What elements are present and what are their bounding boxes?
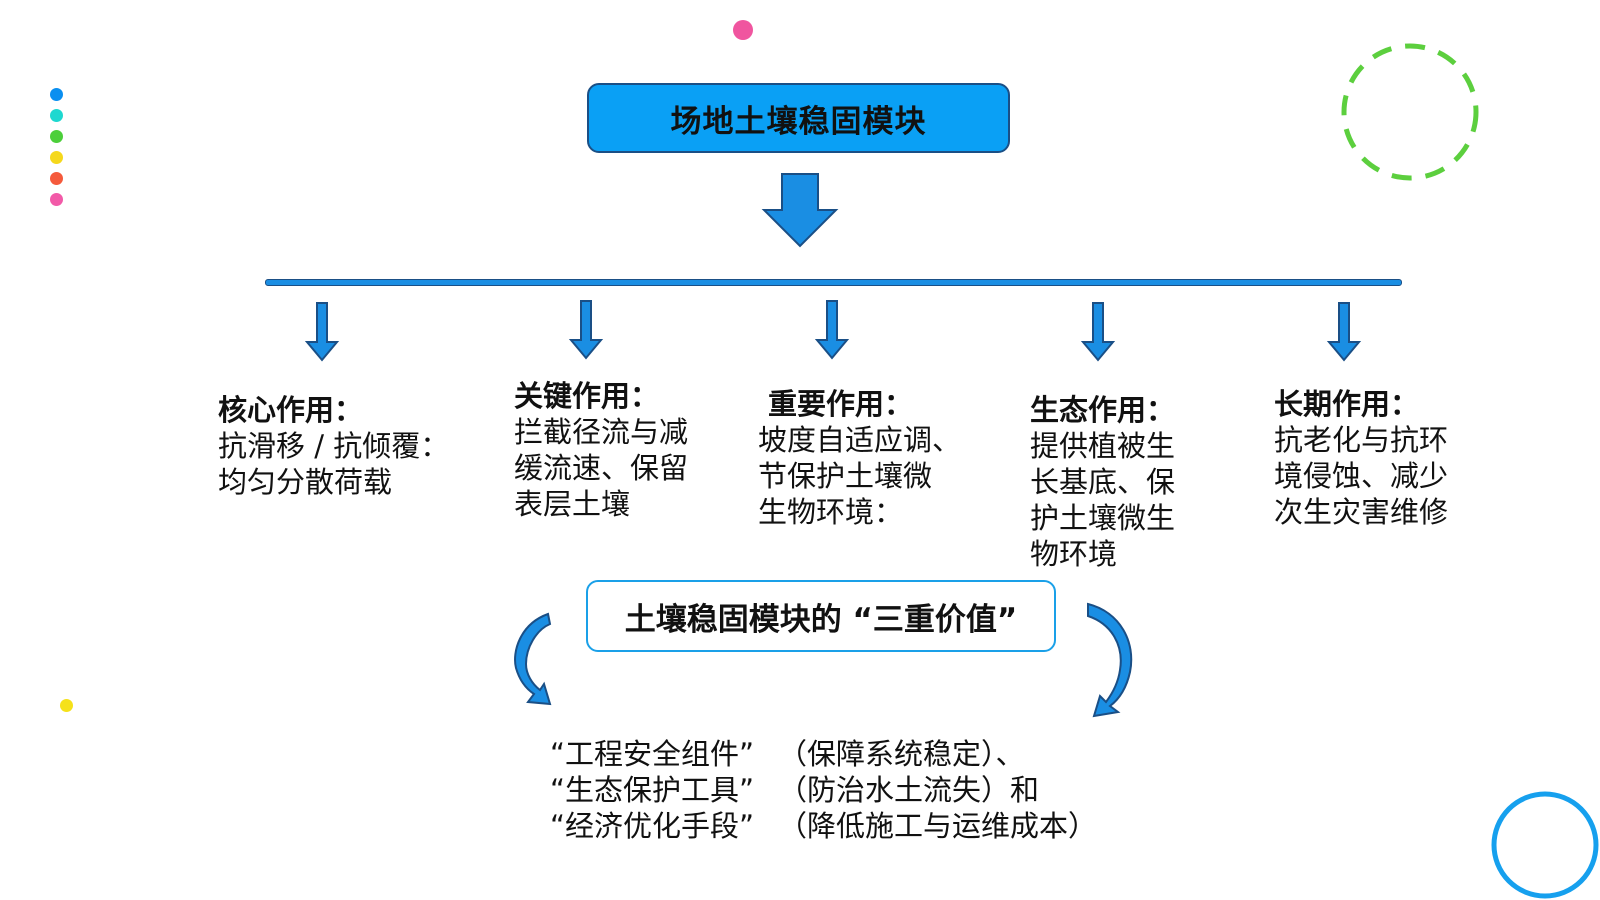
branch-important: 重要作用： 坡度自适应调、 节保护土壤微 生物环境：	[758, 386, 961, 530]
branch-line: 次生灾害维修	[1274, 495, 1449, 529]
branch-line: 物环境	[1030, 537, 1118, 571]
value-list: “工程安全组件” （保障系统稳定）、 “生态保护工具” （防治水土流失）和 “经济优…	[550, 736, 1097, 844]
triple-value-box: 土壤稳固模块的 “三重价值”	[586, 580, 1056, 652]
main-down-arrow-icon	[761, 173, 839, 248]
branch-line: 生物环境：	[758, 495, 904, 529]
decor-dot-blue	[50, 88, 63, 101]
decor-dot-red	[50, 172, 63, 185]
branch-arrow-icon-2	[568, 300, 604, 360]
decor-dot-pink-top	[733, 20, 753, 40]
branch-arrow-icon-5	[1326, 302, 1362, 362]
branch-arrow-icon-3	[814, 300, 850, 360]
branch-line: 拦截径流与减	[514, 415, 689, 449]
triple-value-title: 土壤稳固模块的 “三重价值”	[624, 601, 1018, 638]
value-term: “工程安全组件”	[550, 737, 755, 771]
branch-connector-bar	[265, 279, 1402, 286]
branch-line: 均匀分散荷载	[218, 465, 393, 499]
branch-line: 节保护土壤微	[758, 459, 933, 493]
branch-key: 关键作用： 拦截径流与减 缓流速、保留 表层土壤	[514, 378, 688, 522]
branch-line: 抗老化与抗环	[1274, 423, 1449, 457]
branch-heading: 核心作用：	[218, 393, 364, 427]
branch-line: 缓流速、保留	[514, 451, 689, 485]
branch-line: 抗滑移 / 抗倾覆：	[218, 429, 450, 463]
branch-heading: 关键作用：	[514, 379, 660, 413]
decor-dot-yellow	[50, 151, 63, 164]
value-desc: （降低施工与运维成本）	[778, 809, 1098, 843]
branch-line: 提供植被生	[1030, 429, 1176, 463]
branch-core: 核心作用： 抗滑移 / 抗倾覆： 均匀分散荷载	[218, 392, 449, 500]
decor-dot-green	[50, 130, 63, 143]
branch-line: 护土壤微生	[1030, 501, 1176, 535]
module-title: 场地土壤稳固模块	[670, 103, 927, 140]
branch-heading: 重要作用：	[768, 387, 914, 421]
branch-heading: 生态作用：	[1030, 393, 1176, 427]
branch-line: 长基底、保	[1030, 465, 1176, 499]
branch-arrow-icon-4	[1080, 302, 1116, 362]
branch-line: 境侵蚀、减少	[1274, 459, 1449, 493]
branch-ecological: 生态作用： 提供植被生 长基底、保 护土壤微生 物环境	[1030, 392, 1175, 572]
branch-long-term: 长期作用： 抗老化与抗环 境侵蚀、减少 次生灾害维修	[1274, 386, 1448, 530]
value-desc: （保障系统稳定）、	[778, 737, 1025, 771]
decor-dot-yellow-lower	[60, 699, 73, 712]
value-term: “经济优化手段”	[550, 809, 755, 843]
decor-dot-pink	[50, 193, 63, 206]
branch-line: 坡度自适应调、	[758, 423, 962, 457]
module-title-box: 场地土壤稳固模块	[587, 83, 1010, 153]
decor-dashed-ring	[1341, 43, 1479, 181]
value-item: “经济优化手段” （降低施工与运维成本）	[550, 808, 1097, 844]
branch-heading: 长期作用：	[1274, 387, 1420, 421]
value-desc: （防治水土流失）和	[778, 773, 1040, 807]
value-item: “工程安全组件” （保障系统稳定）、	[550, 736, 1097, 772]
value-item: “生态保护工具” （防治水土流失）和	[550, 772, 1097, 808]
branch-arrow-icon-1	[304, 302, 340, 362]
curved-arrow-left-icon	[514, 612, 552, 706]
decor-blue-ring	[1491, 791, 1599, 899]
branch-line: 表层土壤	[514, 487, 631, 521]
curved-arrow-right-icon	[1087, 602, 1133, 718]
value-term: “生态保护工具”	[550, 773, 755, 807]
decor-dot-cyan	[50, 109, 63, 122]
